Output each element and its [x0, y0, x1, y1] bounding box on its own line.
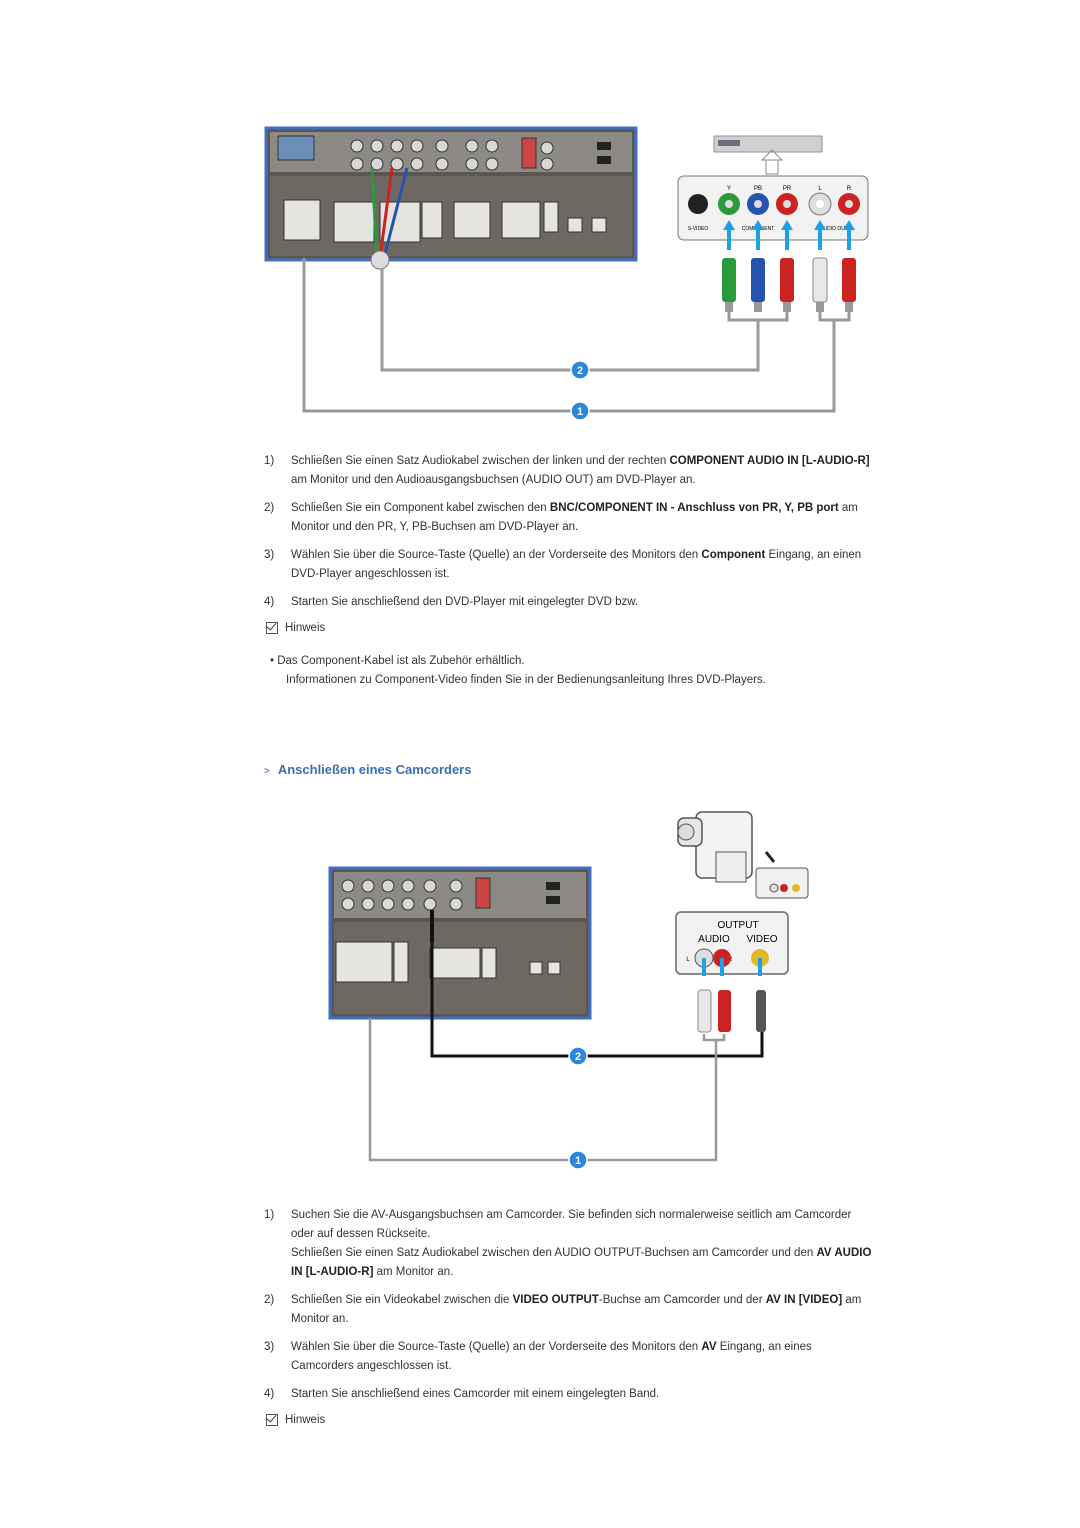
camcorder-output-small	[755, 867, 809, 899]
callout-1b: 1	[568, 1150, 588, 1170]
monitor-rear-panel	[264, 126, 638, 270]
step-1: 1) Schließen Sie einen Satz Audiokabel z…	[264, 455, 870, 486]
label-l: L	[818, 186, 822, 192]
output-label: OUTPUT	[717, 920, 758, 931]
camcorder-connection-diagram: OUTPUT AUDIO VIDEO L R 2 1	[328, 811, 809, 1170]
camcorder-step-1: 1) Suchen Sie die AV-Ausgangsbuchsen am …	[264, 1209, 872, 1278]
audio-label: AUDIO	[698, 934, 730, 945]
camcorder-icon	[677, 811, 753, 883]
camcorder-output-panel: OUTPUT AUDIO VIDEO L R	[675, 911, 789, 975]
step-3: 3) Wählen Sie über die Source-Taste (Que…	[264, 549, 862, 580]
step-4: 4) Starten Sie anschließend den DVD-Play…	[264, 596, 639, 608]
cable-lines	[302, 258, 851, 413]
callout-1: 1	[570, 401, 590, 421]
video-cable	[430, 942, 764, 1058]
arrow-icons	[723, 220, 855, 250]
label-pr: PR	[783, 186, 792, 192]
note-1: Hinweis	[266, 622, 325, 634]
rca-plugs-2	[697, 989, 766, 1033]
rca-plugs	[722, 257, 856, 312]
checkbox-icon	[266, 622, 278, 634]
label-r: R	[847, 186, 852, 192]
section-heading-camcorder: >Anschließen eines Camcorders	[264, 762, 472, 777]
audio-cable	[368, 1018, 718, 1162]
step-2: 2) Schließen Sie ein Component kabel zwi…	[264, 502, 858, 533]
label-audio-out: AUDIO OUT	[820, 226, 848, 232]
arrow-icons-2	[702, 958, 762, 976]
callout-2: 2	[570, 360, 590, 380]
svg-text:2: 2	[575, 1051, 581, 1063]
camcorder-step-3: 3) Wählen Sie über die Source-Taste (Que…	[264, 1341, 812, 1372]
l-label: L	[686, 957, 690, 963]
camcorder-step-4: 4) Starten Sie anschließend eines Camcor…	[264, 1388, 660, 1400]
checkbox-icon	[266, 1414, 278, 1426]
svg-text:1: 1	[577, 406, 583, 418]
dvd-output-panel: Y PB PR L R S-VIDEO COMPONENT AUDIO OUT	[677, 175, 869, 241]
note-2: Hinweis	[266, 1414, 325, 1426]
video-label: VIDEO	[746, 934, 777, 945]
dvd-player-icon	[713, 135, 823, 175]
label-pb: PB	[754, 186, 762, 192]
note-bullet: • Das Component-Kabel ist als Zubehör er…	[270, 655, 766, 686]
label-s-video: S-VIDEO	[688, 226, 709, 232]
callout-2b: 2	[568, 1046, 588, 1066]
svg-text:1: 1	[575, 1155, 581, 1167]
chevron-right-icon: >	[264, 766, 270, 777]
arrow-icon	[764, 851, 776, 863]
label-y: Y	[727, 186, 731, 192]
camcorder-step-2: 2) Schließen Sie ein Videokabel zwischen…	[264, 1294, 862, 1325]
dvd-connection-diagram: Y PB PR L R S-VIDEO COMPONENT AUDIO OUT …	[264, 126, 869, 421]
svg-text:2: 2	[577, 365, 583, 377]
monitor-rear-panel-2	[328, 866, 592, 1020]
